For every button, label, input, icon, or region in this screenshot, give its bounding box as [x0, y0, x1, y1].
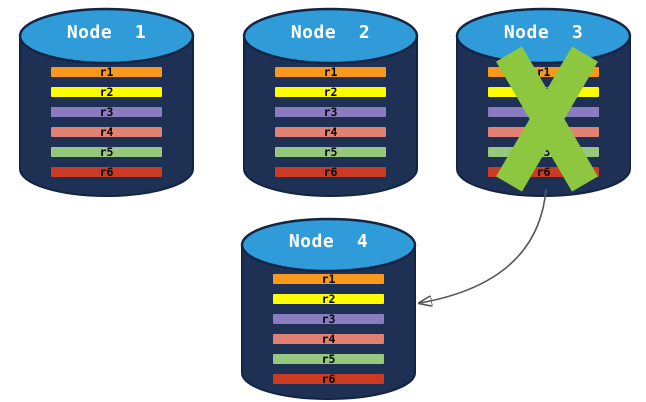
- row-r2: r2: [271, 292, 386, 306]
- row-r5: r5: [49, 145, 164, 159]
- row-r3: r3: [49, 105, 164, 119]
- row-r6: r6: [49, 165, 164, 179]
- row-r4: r4: [49, 125, 164, 139]
- node-2-title: Node 2: [290, 22, 371, 43]
- row-r4: r4: [273, 125, 388, 139]
- node-1: Node 1 r1 r2 r3 r4 r5 r6: [18, 7, 195, 197]
- row-r5: r5: [271, 352, 386, 366]
- node-2-rows: r1 r2 r3 r4 r5 r6: [273, 65, 388, 179]
- row-r3: r3: [273, 105, 388, 119]
- node-3-title: Node 3: [503, 22, 584, 43]
- node-2: Node 2 r1 r2 r3 r4 r5 r6: [242, 7, 419, 197]
- node-1-rows: r1 r2 r3 r4 r5 r6: [49, 65, 164, 179]
- row-r2: r2: [49, 85, 164, 99]
- row-r4: r4: [271, 332, 386, 346]
- replication-arrow-icon: [406, 188, 547, 312]
- row-r2: r2: [273, 85, 388, 99]
- row-r3: r3: [271, 312, 386, 326]
- row-r1: r1: [49, 65, 164, 79]
- failure-x-icon: [496, 46, 598, 192]
- node-4: Node 4 r1 r2 r3 r4 r5 r6: [240, 217, 417, 400]
- node-1-title: Node 1: [66, 22, 147, 43]
- row-r6: r6: [273, 165, 388, 179]
- node-4-rows: r1 r2 r3 r4 r5 r6: [271, 272, 386, 386]
- row-r5: r5: [273, 145, 388, 159]
- row-r1: r1: [273, 65, 388, 79]
- row-r1: r1: [271, 272, 386, 286]
- row-r6: r6: [271, 372, 386, 386]
- node-4-title: Node 4: [288, 231, 369, 252]
